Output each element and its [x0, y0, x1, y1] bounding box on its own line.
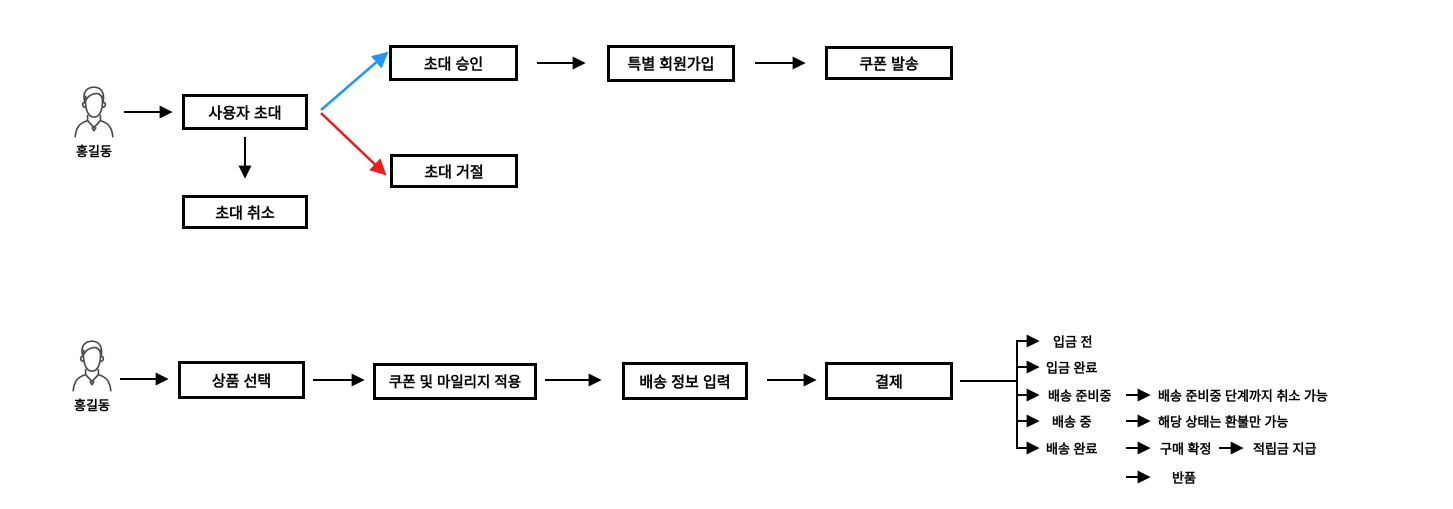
- note-return: 반품: [1172, 470, 1196, 486]
- node-label: 특별 회원가입: [627, 56, 715, 73]
- connector-invite-to-reject: [320, 112, 387, 176]
- note-reward-payment: 적립금 지급: [1253, 441, 1317, 457]
- node-invite-reject: 초대 거절: [390, 154, 518, 188]
- node-label: 쿠폰 및 마일리지 적용: [388, 375, 522, 391]
- connector-invite-to-approve: [320, 51, 389, 111]
- node-label: 쿠폰 발송: [859, 55, 919, 73]
- node-coupon-send: 쿠폰 발송: [825, 46, 953, 80]
- node-label: 초대 승인: [423, 55, 484, 73]
- note-purchase-confirm: 구매 확정: [1160, 441, 1212, 457]
- node-special-signup: 특별 회원가입: [607, 45, 735, 82]
- person-icon: [74, 86, 114, 138]
- actor-bottom: 홍길동: [68, 338, 116, 414]
- actor-label: 홍길동: [76, 144, 112, 159]
- status-preparing-shipment: 배송 준비중: [1048, 388, 1112, 404]
- node-user-invite: 사용자 초대: [182, 94, 308, 130]
- actor-label: 홍길동: [74, 398, 110, 413]
- note-refund-only: 해당 상태는 환불만 가능: [1158, 414, 1289, 430]
- status-deposit-complete: 입금 완료: [1046, 360, 1098, 376]
- status-delivered: 배송 완료: [1046, 441, 1098, 457]
- node-coupon-mileage: 쿠폰 및 마일리지 적용: [373, 363, 537, 400]
- status-in-shipping: 배송 중: [1052, 414, 1092, 430]
- node-label: 초대 취소: [215, 204, 275, 222]
- node-product-select: 상품 선택: [178, 361, 305, 399]
- node-label: 상품 선택: [211, 372, 272, 390]
- node-label: 사용자 초대: [208, 104, 282, 122]
- actor-top: 홍길동: [70, 84, 118, 160]
- status-before-deposit: 입금 전: [1053, 334, 1093, 350]
- person-icon: [72, 340, 112, 392]
- node-label: 결제: [875, 373, 903, 391]
- node-label: 배송 정보 입력: [639, 373, 731, 391]
- node-shipping-input: 배송 정보 입력: [622, 362, 748, 400]
- node-payment: 결제: [825, 362, 953, 400]
- node-invite-approve: 초대 승인: [389, 45, 518, 81]
- node-label: 초대 거절: [424, 163, 484, 181]
- note-cancel-until-preparing: 배송 준비중 단계까지 취소 가능: [1158, 388, 1328, 404]
- node-invite-cancel: 초대 취소: [182, 195, 308, 229]
